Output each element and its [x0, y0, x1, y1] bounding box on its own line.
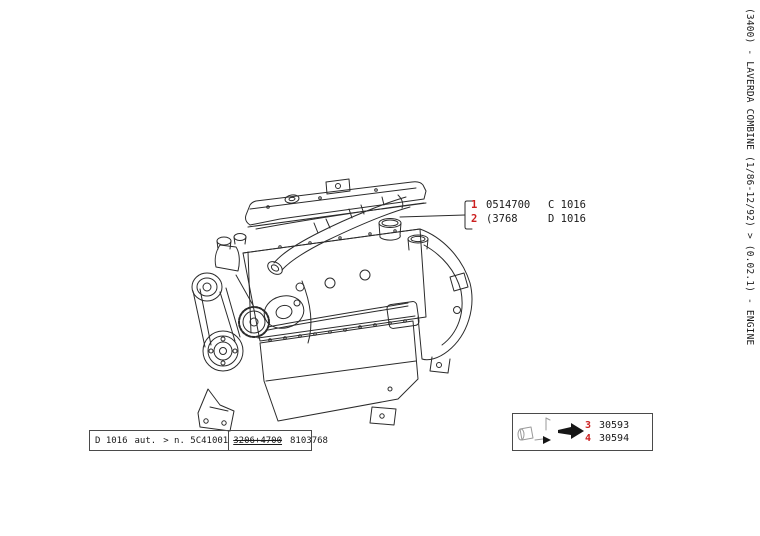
page-title: (3400) - LAVERDA COMBINE (1/86-12/92) > … [744, 8, 755, 346]
exhaust-manifold [267, 194, 411, 275]
callout-number: 3 [585, 420, 592, 431]
engine-illustration [180, 175, 480, 435]
serial-box-right-cell: 3206+4700 8103768 [228, 431, 328, 450]
alternator [263, 295, 305, 329]
fan-pulley [191, 272, 223, 302]
part-suffix: C 1016 [548, 199, 586, 211]
callout-row-4: 4 30594 [585, 432, 652, 445]
model-code: D 1016 [95, 435, 128, 446]
front-accessory-drive [191, 233, 305, 372]
engine-block [242, 228, 427, 344]
callout-box-bottom: 3 30593 4 30594 [512, 413, 653, 451]
serial-box-left-cell: D 1016 aut. > n. 5C41001 [90, 436, 228, 446]
drawing-code: 8103768 [290, 435, 328, 446]
crank-pulley [202, 330, 244, 372]
leader-line [399, 214, 466, 218]
lifting-bracket-icon [325, 178, 351, 195]
plug-part-outline [519, 426, 534, 441]
callout-box-top: 1 0514700 C 1016 2 (3768 D 1016 [471, 199, 586, 226]
superseded-code: 3206+4700 [233, 435, 283, 446]
part-number: (3768 [486, 212, 518, 225]
serial-number: > n. 5C41001 [163, 435, 229, 446]
part-number: 0514700 [486, 199, 531, 211]
callout-rows: 3 30593 4 30594 [585, 419, 652, 445]
belt [192, 290, 206, 348]
callout-number: 4 [585, 433, 592, 444]
valve-cover [245, 181, 427, 230]
part-number: 30593 [599, 420, 630, 431]
callout-number: 2 [471, 212, 478, 225]
variant-label: aut. [134, 435, 157, 446]
callout-number: 1 [471, 199, 478, 211]
direction-arrow-icon [558, 423, 584, 439]
dipstick [301, 280, 312, 344]
small-arrow-icon [543, 436, 551, 444]
callout-row-2: 2 (3768 D 1016 [471, 213, 586, 227]
part-thumbnail [513, 415, 585, 449]
mounting-brackets [197, 388, 397, 432]
serial-box: D 1016 aut. > n. 5C41001 3206+4700 81037… [89, 430, 328, 451]
callout-row-3: 3 30593 [585, 419, 652, 432]
part-suffix: D 1016 [548, 212, 586, 225]
engine-drawing [191, 178, 473, 432]
flywheel-housing [417, 228, 473, 374]
callout-bracket [464, 200, 473, 230]
callout-leader [399, 200, 473, 230]
water-pump [214, 244, 240, 272]
oil-pan [257, 315, 419, 422]
part-number: 30594 [599, 433, 630, 444]
callout-row-1: 1 0514700 C 1016 [471, 199, 586, 213]
